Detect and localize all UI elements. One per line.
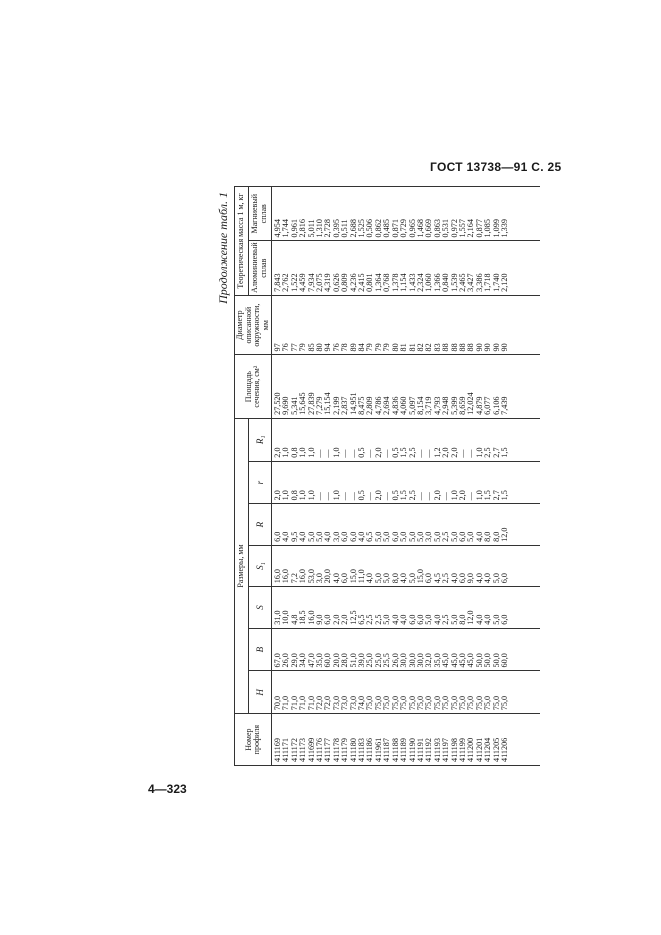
header-S1: S₁ xyxy=(248,545,272,587)
header-H: H xyxy=(248,670,272,714)
continuation-label: Продолжение табл. 1 xyxy=(216,192,230,304)
column-R1: 2,0 1,0 0,8 1,0 1,0 — — 1,0 — — 0,5 — 2,… xyxy=(271,418,540,462)
header-R: R xyxy=(248,503,272,546)
header-row-1: Номер профиля Размеры, мм Площадь сечени… xyxy=(234,186,272,766)
header-B: B xyxy=(248,628,272,671)
column-H: 70,0 71,0 71,0 71,0 71,0 72,0 72,0 73,0 … xyxy=(271,670,540,714)
column-B: 67,0 26,0 29,0 34,0 47,0 35,0 60,0 20,0 … xyxy=(271,628,540,671)
header-row-2: H B S S₁ R r R₁ Алюминиевый сплав Магние… xyxy=(248,186,272,766)
column-S1: 16,0 16,0 7,2 16,0 53,0 3,0 20,0 4,0 6,0… xyxy=(271,545,540,587)
header-magnesium: Магниевый сплав xyxy=(248,186,272,241)
column-r: 2,0 1,0 0,8 1,0 1,0 — — 1,0 — — 0,5 — 2,… xyxy=(271,461,540,504)
header-aluminum: Алюминиевый сплав xyxy=(248,240,272,296)
header-mass-group: Теоретическая масса 1 м, кг xyxy=(234,186,248,296)
header-r: r xyxy=(248,461,272,504)
header-dimensions-group: Размеры, мм xyxy=(234,418,248,714)
profile-table: Номер профиля Размеры, мм Площадь сечени… xyxy=(234,186,540,766)
column-magnesium: 4,954 1,744 0,961 2,816 5,011 1,310 2,72… xyxy=(271,186,540,241)
header-area: Площадь сечения, см² xyxy=(234,354,272,419)
column-diameter: 97 76 77 79 85 80 94 76 78 89 84 79 79 7… xyxy=(271,295,540,355)
column-aluminum: 7,843 2,762 1,522 4,459 7,934 2,075 4,31… xyxy=(271,240,540,296)
column-area: 27,520 9,690 5,341 15,645 27,839 7,279 1… xyxy=(271,354,540,419)
header-R1: R₁ xyxy=(248,418,272,462)
column-R: 6,0 4,0 9,5 4,0 5,0 5,0 4,0 3,0 6,0 6,0 … xyxy=(271,503,540,546)
table-body-row: 411169 411171 411172 411173 411699 41117… xyxy=(271,186,540,766)
page-number: 4—323 xyxy=(148,782,187,796)
rotated-table-block: Продолжение табл. 1 Номер профиля Размер… xyxy=(216,186,540,766)
column-S: 31,0 10,0 4,8 18,5 16,0 9,0 6,0 2,0 2,0 … xyxy=(271,586,540,629)
column-profile-numbers: 411169 411171 411172 411173 411699 41117… xyxy=(271,713,540,766)
header-S: S xyxy=(248,586,272,629)
header-profile-number: Номер профиля xyxy=(234,713,272,766)
header-diameter: Диаметр описанной окружности, мм xyxy=(234,295,272,355)
gost-header: ГОСТ 13738—91 С. 25 xyxy=(430,160,562,174)
